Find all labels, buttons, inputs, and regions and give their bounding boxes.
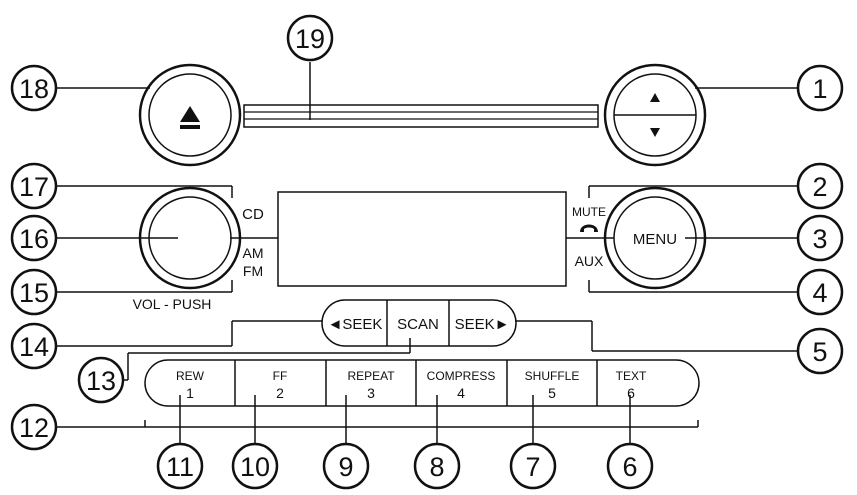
preset-label: FF — [273, 369, 288, 383]
callout-9: 9 — [322, 442, 370, 490]
svg-text:15: 15 — [19, 278, 49, 308]
svg-text:13: 13 — [86, 366, 116, 396]
callout-7: 7 — [509, 442, 557, 490]
scan-button[interactable]: SCAN — [397, 316, 439, 333]
svg-text:17: 17 — [19, 172, 49, 202]
menu-label: MENU — [633, 231, 677, 248]
leader-lines — [55, 62, 797, 445]
svg-text:11: 11 — [166, 452, 194, 482]
preset-3-button[interactable]: REPEAT 3 — [347, 369, 395, 401]
svg-text:7: 7 — [525, 452, 540, 482]
callout-12: 12 — [10, 403, 58, 451]
svg-text:5: 5 — [812, 337, 827, 367]
eject-icon — [180, 106, 200, 129]
callout-2: 2 — [796, 162, 844, 210]
svg-text:14: 14 — [19, 332, 49, 362]
preset-6-button[interactable]: TEXT 6 — [616, 369, 647, 401]
preset-4-button[interactable]: COMPRESS 4 — [427, 369, 496, 401]
callout-1: 1 — [796, 64, 844, 112]
callout-11: 11 — [156, 442, 204, 490]
callout-18: 18 — [10, 64, 58, 112]
callout-6: 6 — [606, 442, 654, 490]
am-label: AM — [243, 245, 264, 261]
cd-slot — [243, 104, 599, 128]
seek-up-button[interactable]: SEEK► — [455, 316, 510, 333]
preset-2-button[interactable]: FF 2 — [273, 369, 288, 401]
svg-text:8: 8 — [429, 452, 444, 482]
callout-14: 14 — [10, 322, 58, 370]
callout-5: 5 — [796, 327, 844, 375]
aux-button[interactable]: AUX — [575, 253, 604, 269]
mute-button[interactable]: MUTE — [572, 205, 606, 219]
cd-button[interactable]: CD — [242, 206, 264, 223]
preset-1-button[interactable]: REW 1 — [176, 369, 205, 401]
preset-number: 4 — [457, 385, 465, 401]
svg-text:10: 10 — [240, 452, 270, 482]
preset-number: 1 — [186, 385, 194, 401]
callout-16: 16 — [10, 214, 58, 262]
preset-label: REPEAT — [347, 369, 395, 383]
svg-text:6: 6 — [622, 452, 637, 482]
callout-3: 3 — [796, 214, 844, 262]
svg-text:4: 4 — [812, 278, 827, 308]
preset-5-button[interactable]: SHUFFLE 5 — [525, 369, 580, 401]
callout-10: 10 — [231, 442, 279, 490]
preset-label: REW — [176, 369, 205, 383]
callout-8: 8 — [413, 442, 461, 490]
seek-down-button[interactable]: ◄SEEK — [328, 316, 383, 333]
svg-text:18: 18 — [19, 74, 49, 104]
callout-15: 15 — [10, 268, 58, 316]
svg-text:3: 3 — [812, 224, 827, 254]
eject-knob[interactable] — [138, 63, 242, 167]
svg-text:2: 2 — [812, 172, 827, 202]
callout-4: 4 — [796, 268, 844, 316]
preset-bar — [144, 359, 700, 407]
callout-17: 17 — [10, 162, 58, 210]
svg-text:1: 1 — [812, 74, 827, 104]
preset-number: 3 — [367, 385, 375, 401]
preset-number: 2 — [276, 385, 284, 401]
preset-number: 6 — [627, 385, 635, 401]
tune-knob[interactable] — [603, 63, 707, 167]
svg-text:9: 9 — [338, 452, 353, 482]
vol-push-label: VOL - PUSH — [133, 296, 212, 312]
up-down-arrows-icon — [650, 93, 660, 137]
preset-label: TEXT — [616, 369, 647, 383]
svg-text:19: 19 — [295, 24, 325, 54]
callout-19: 19 — [286, 14, 334, 62]
phone-icon — [580, 224, 598, 232]
svg-text:12: 12 — [19, 413, 49, 443]
fm-label: FM — [243, 263, 263, 279]
svg-text:16: 16 — [19, 224, 49, 254]
display-screen — [277, 191, 567, 287]
preset-label: COMPRESS — [427, 369, 496, 383]
callout-13: 13 — [77, 356, 125, 404]
seek-scan-group — [321, 299, 517, 347]
preset-number: 5 — [548, 385, 556, 401]
preset-label: SHUFFLE — [525, 369, 580, 383]
